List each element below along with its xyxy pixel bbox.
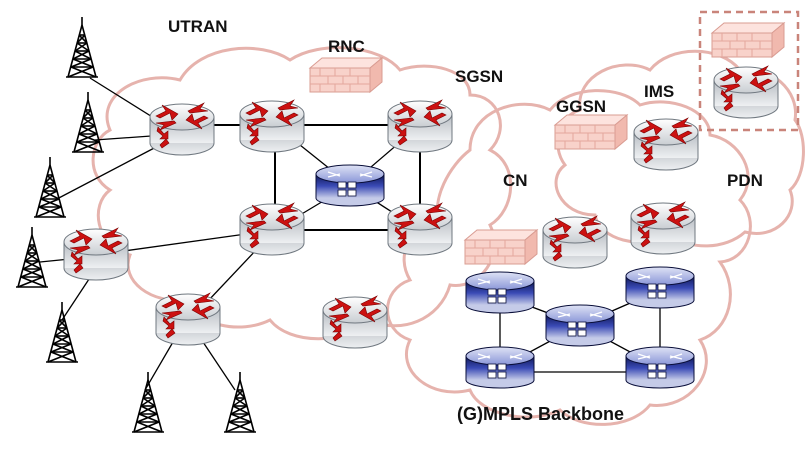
switch-icon bbox=[315, 164, 385, 207]
router-icon bbox=[149, 102, 215, 156]
antenna-tower-icon bbox=[71, 91, 105, 153]
cn-cloud bbox=[386, 89, 752, 426]
switch-icon bbox=[625, 266, 695, 309]
router-icon bbox=[633, 117, 699, 171]
antenna-tower-icon bbox=[15, 226, 49, 288]
router-icon bbox=[239, 99, 305, 153]
pdn-dashed-box bbox=[698, 10, 800, 132]
switches bbox=[315, 164, 695, 389]
switch-icon bbox=[465, 346, 535, 389]
antenna-tower-icon bbox=[131, 371, 165, 433]
switch-icon bbox=[545, 304, 615, 347]
ggsn-firewall-icon bbox=[554, 114, 628, 150]
antenna-tower-icon bbox=[33, 156, 67, 218]
pdn-label: PDN bbox=[727, 171, 763, 190]
pdn-firewall-icon bbox=[711, 22, 785, 58]
ims-label: IMS bbox=[644, 82, 674, 101]
switch-icon bbox=[625, 346, 695, 389]
router-icon bbox=[387, 202, 453, 256]
router-icon bbox=[387, 99, 453, 153]
backbone-label: (G)MPLS Backbone bbox=[457, 404, 624, 424]
router-icon bbox=[239, 202, 305, 256]
labels: UTRAN RNC SGSN GGSN IMS CN PDN (G)MPLS B… bbox=[168, 17, 763, 424]
router-icon bbox=[155, 292, 221, 346]
antenna-tower-icon bbox=[65, 16, 99, 78]
router-icon bbox=[322, 295, 388, 349]
cn-label: CN bbox=[503, 171, 528, 190]
ggsn-label: GGSN bbox=[556, 97, 606, 116]
router-icon bbox=[63, 227, 129, 281]
pdn-cloud bbox=[554, 49, 805, 248]
switch-icon bbox=[465, 271, 535, 314]
router-icon bbox=[630, 201, 696, 255]
antenna-towers bbox=[15, 16, 257, 433]
rnc-firewall-icon bbox=[309, 57, 383, 93]
antenna-tower-icon bbox=[45, 301, 79, 363]
sgsn-label: SGSN bbox=[455, 67, 503, 86]
sgsn-firewall-icon bbox=[464, 229, 538, 265]
router-icon bbox=[713, 65, 779, 119]
clouds bbox=[91, 46, 805, 426]
utran-label: UTRAN bbox=[168, 17, 228, 36]
rnc-label: RNC bbox=[328, 37, 365, 56]
router-icon bbox=[542, 215, 608, 269]
utran-cloud bbox=[91, 46, 513, 341]
